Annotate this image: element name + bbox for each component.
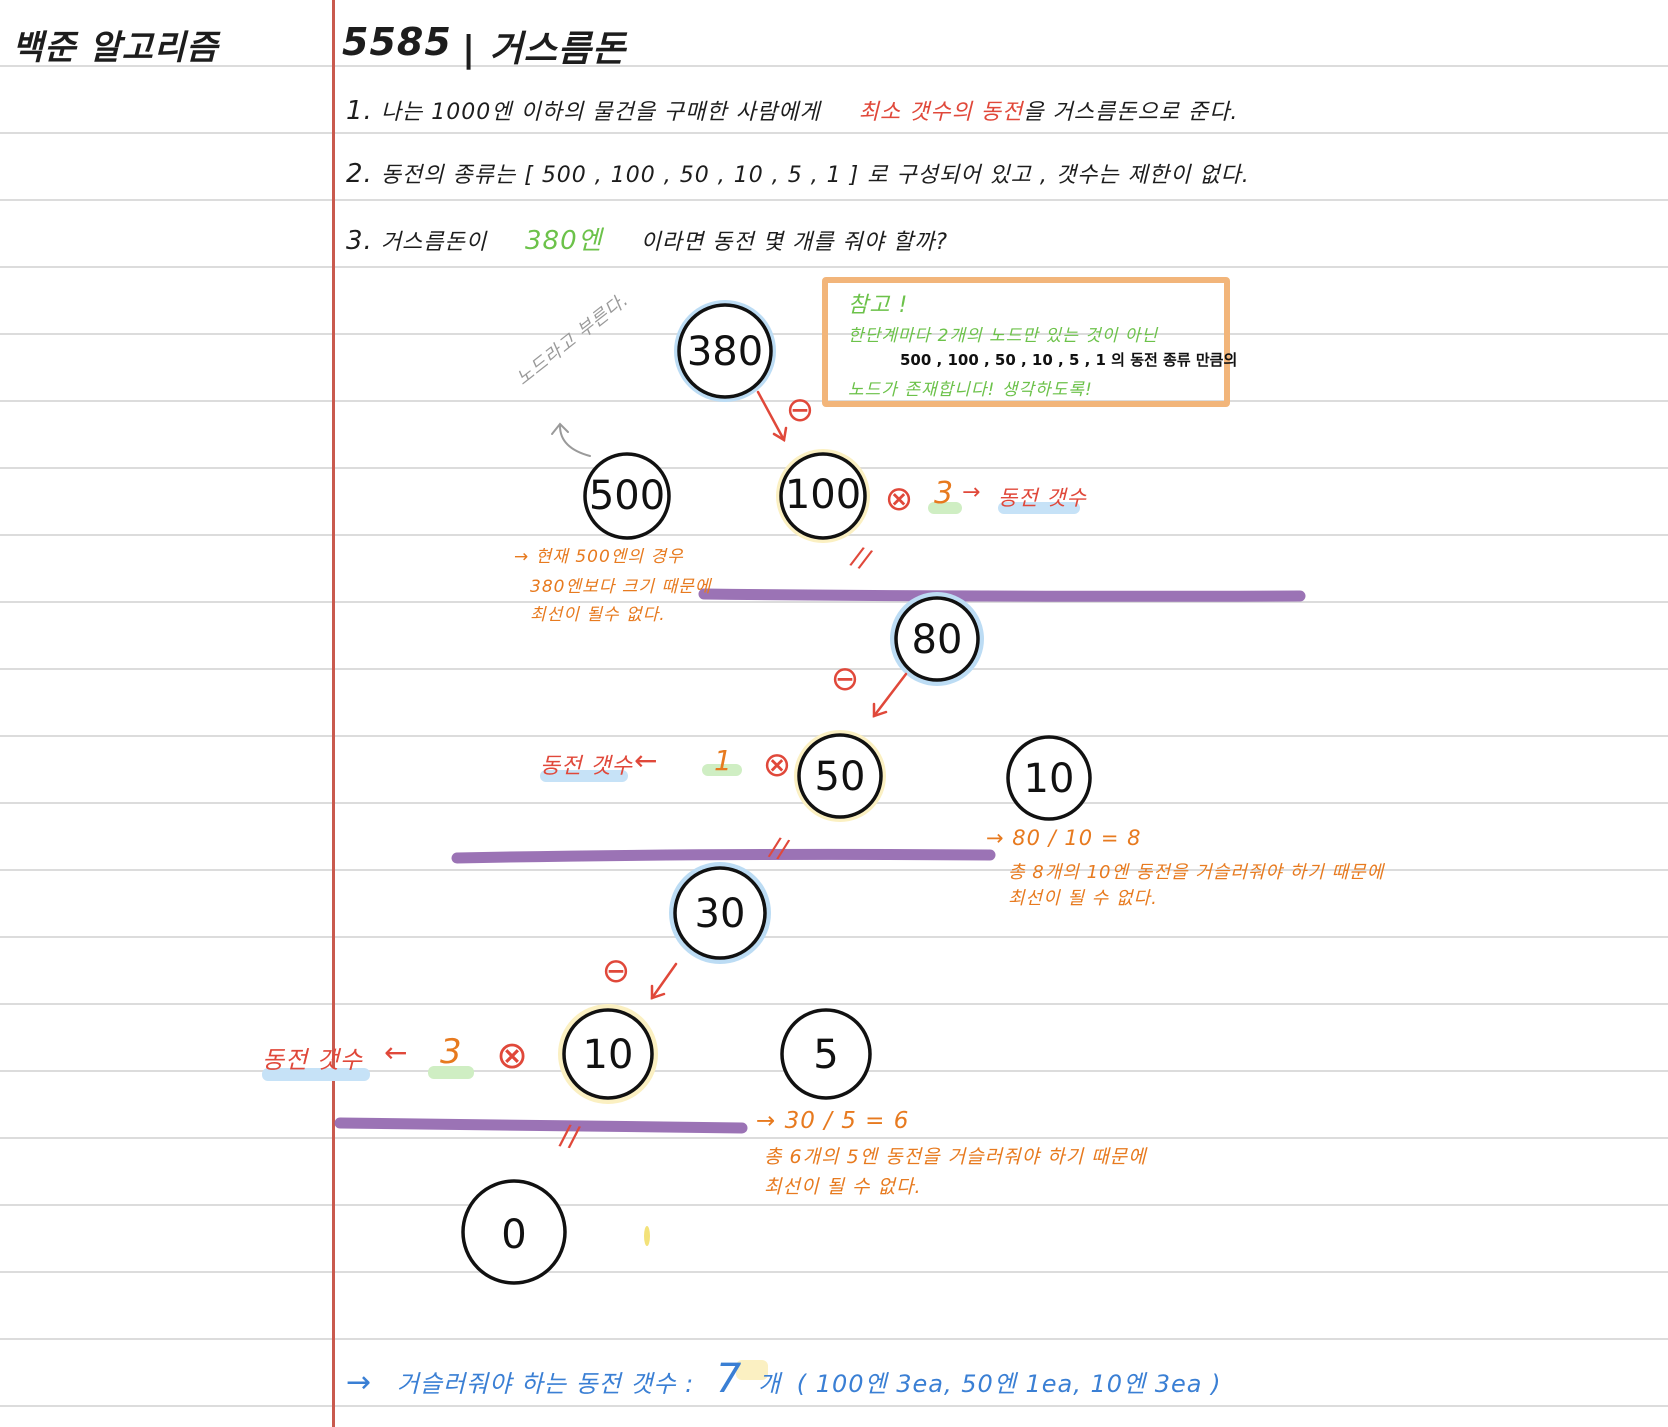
minus-operator-1: ⊖ <box>786 390 815 430</box>
svg-text:500: 500 <box>589 473 665 519</box>
explanation-10-line-1: → 80 / 10 = 8 <box>986 826 1142 850</box>
explanation-5-line-3: 최선이 될 수 없다. <box>764 1176 922 1198</box>
node-500: 500 <box>583 452 671 540</box>
svg-text:380: 380 <box>687 329 763 375</box>
statement-1-text-before: 나는 1000엔 이하의 물건을 구매한 사람에게 <box>380 100 821 125</box>
highlight-yellow-result <box>736 1360 768 1380</box>
svg-text:50: 50 <box>815 754 866 800</box>
divider-level-3 <box>334 1117 748 1134</box>
statement-1: 1. 나는 1000엔 이하의 물건을 구매한 사람에게 최소 갯수의 동전을 … <box>346 94 1238 126</box>
problem-title: | 거스름돈 <box>462 29 627 70</box>
minus-operator-2: ⊖ <box>831 659 860 699</box>
note-box-title: 참고 ! <box>848 293 909 318</box>
count-50: 1 <box>714 744 733 777</box>
note-box-line-3: 노드가 존재합니다! 생각하도록! <box>848 380 1093 400</box>
statement-3-text-after: 이라면 동전 몇 개를 줘야 할까? <box>640 230 949 255</box>
conclusion-arrow: → <box>346 1365 372 1400</box>
divider-level-1 <box>698 588 1306 602</box>
explanation-5-line-2: 총 6개의 5엔 동전을 거슬러줘야 하기 때문에 <box>764 1146 1147 1168</box>
statement-3-highlight: 380엔 <box>525 226 603 256</box>
explanation-5-line-1: → 30 / 5 = 6 <box>756 1108 910 1134</box>
statement-3: 3. 거스름돈이 380엔 이라면 동전 몇 개를 줘야 할까? <box>346 220 948 257</box>
equals-mark-2: // <box>767 832 792 866</box>
svg-text:0: 0 <box>501 1212 526 1258</box>
node-10-level-3: 10 <box>562 1008 654 1100</box>
count-100-arrow: → <box>962 480 981 505</box>
node-0: 0 <box>461 1179 567 1285</box>
node-380: 380 <box>677 303 773 399</box>
conclusion-value: 7 <box>715 1356 743 1402</box>
equals-mark-1: // <box>848 541 875 575</box>
statement-1-number: 1. <box>346 96 373 126</box>
notebook-margin-line <box>332 0 335 1427</box>
coin-count-label-10: 동전 갯수 <box>262 1046 363 1074</box>
explanation-10-line-3: 최선이 될 수 없다. <box>1008 888 1158 909</box>
conclusion-unit: 개 <box>758 1370 782 1398</box>
problem-number: 5585 <box>342 20 452 64</box>
highlight-green-50-count <box>702 764 742 776</box>
node-30: 30 <box>673 866 767 960</box>
node-50: 50 <box>797 733 883 819</box>
svg-text:100: 100 <box>785 472 861 518</box>
svg-text:10: 10 <box>1024 756 1075 802</box>
count-10-arrow: ← <box>384 1036 408 1069</box>
node-80: 80 <box>894 596 980 682</box>
divider-level-2 <box>451 848 996 864</box>
times-operator-3: ⊗ <box>496 1033 528 1077</box>
statement-2: 2. 동전의 종류는 [ 500 , 100 , 50 , 10 , 5 , 1… <box>346 157 1250 189</box>
node-10-level-2: 10 <box>1006 735 1092 821</box>
arrow-380-to-100 <box>756 390 788 443</box>
side-note-arrow <box>551 422 591 457</box>
coin-count-label-50: 동전 갯수 <box>540 754 633 779</box>
coin-count-label-100: 동전 갯수 <box>998 486 1087 510</box>
highlight-blue-50-label <box>540 770 628 782</box>
count-100: 3 <box>934 476 955 511</box>
statement-3-text-before: 거스름돈이 <box>380 230 488 255</box>
times-operator-1: ⊗ <box>885 479 914 519</box>
arrow-80-to-50 <box>872 672 908 718</box>
statement-2-number: 2. <box>346 159 373 189</box>
note-box: 참고 ! 한단계마다 2개의 노드만 있는 것이 아닌 500 , 100 , … <box>822 277 1237 407</box>
conclusion-label: 거슬러줘야 하는 동전 갯수 : <box>396 1370 695 1398</box>
explanation-500-line-1: → 현재 500엔의 경우 <box>514 547 684 567</box>
note-box-line-2: 500 , 100 , 50 , 10 , 5 , 1 의 동전 종류 만큼의 <box>900 351 1238 369</box>
stray-mark <box>644 1226 650 1246</box>
node-100: 100 <box>779 452 867 540</box>
explanation-500-line-2: 380엔보다 크기 때문에 <box>530 577 712 597</box>
count-50-arrow: ← <box>634 744 658 777</box>
highlight-blue-100-label <box>998 502 1080 514</box>
svg-text:5: 5 <box>813 1032 838 1078</box>
minus-operator-3: ⊖ <box>602 951 631 991</box>
statement-2-text: 동전의 종류는 [ 500 , 100 , 50 , 10 , 5 , 1 ] … <box>380 163 1250 188</box>
note-box-line-1: 한단계마다 2개의 노드만 있는 것이 아닌 <box>848 326 1159 346</box>
statement-3-number: 3. <box>346 226 373 256</box>
explanation-500-line-3: 최선이 될수 없다. <box>530 605 666 625</box>
arrow-30-to-10 <box>650 962 678 1000</box>
highlight-green-10-count <box>428 1066 474 1079</box>
notebook-title: 백준 알고리즘 <box>12 28 219 68</box>
highlight-blue-10-label <box>262 1068 370 1081</box>
times-operator-2: ⊗ <box>763 745 792 785</box>
count-10: 3 <box>440 1032 463 1072</box>
conclusion-detail: ( 100엔 3ea, 50엔 1ea, 10엔 3ea ) <box>796 1370 1222 1398</box>
svg-text:80: 80 <box>912 617 963 663</box>
svg-text:10: 10 <box>583 1032 634 1078</box>
conclusion-line: → 거슬러줘야 하는 동전 갯수 : 7 개 ( 100엔 3ea, 50엔 1… <box>346 1356 1221 1402</box>
svg-text:30: 30 <box>695 891 746 937</box>
highlight-green-100-count <box>928 502 962 514</box>
statement-1-text-after: 을 거스름돈으로 준다. <box>1023 100 1239 125</box>
node-5: 5 <box>780 1008 872 1100</box>
explanation-10-line-2: 총 8개의 10엔 동전을 거슬러줘야 하기 때문에 <box>1008 862 1385 883</box>
statement-1-highlight: 최소 갯수의 동전 <box>858 100 1024 125</box>
